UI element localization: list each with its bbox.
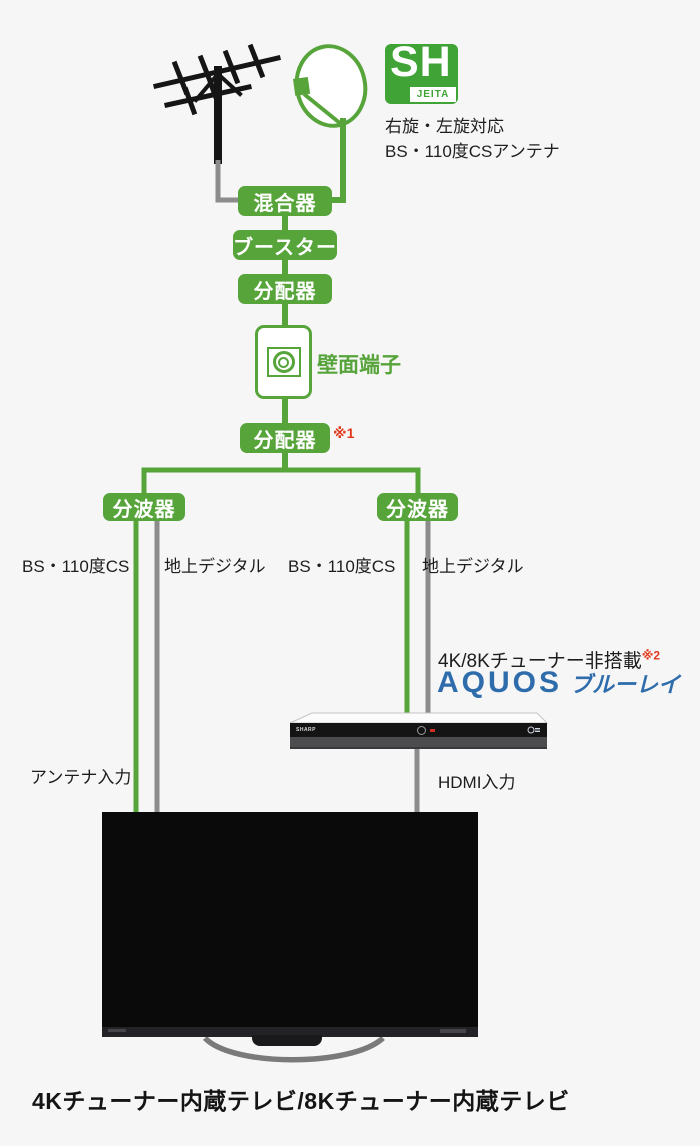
bs-antenna-caption-line1: 右旋・左旋対応 xyxy=(385,117,504,136)
cable-terrestrial-to-mixer xyxy=(215,160,238,203)
recorder-top-face xyxy=(289,712,549,724)
aquos-bluray-label: ブルーレイ xyxy=(570,672,681,697)
node-separator-left: 分波器 xyxy=(103,493,185,521)
recorder-brand-label: SHARP xyxy=(296,727,317,733)
wall-terminal-label: 壁面端子 xyxy=(317,354,401,377)
tv-bezel-marking-left xyxy=(108,1029,126,1032)
jeita-label: JEITA xyxy=(416,89,450,100)
recorder-footnote: ※2 xyxy=(641,648,661,663)
recorder-led-indicator xyxy=(430,729,435,732)
node-splitter1: 分配器 xyxy=(238,274,332,304)
recorder-tuner-note: 4K/8Kチューナー非搭載※2 xyxy=(438,646,660,673)
connector-wall-splitter2 xyxy=(282,399,288,423)
bluray-recorder-base xyxy=(290,737,547,749)
node-booster: ブースター xyxy=(233,230,337,260)
terrestrial-antenna-icon xyxy=(153,43,281,164)
node-splitter2: 分配器 xyxy=(240,423,330,453)
aquos-brand-row: AQUOS ブルーレイ xyxy=(437,666,680,700)
connector-booster-splitter1 xyxy=(282,260,288,274)
wall-terminal-circle-inner xyxy=(278,356,289,368)
node-mixer-label: 混合器 xyxy=(253,192,317,215)
bluray-recorder-front: SHARP xyxy=(290,723,547,737)
connector-mixer-booster xyxy=(282,216,288,230)
label-left-bs: BS・110度CS xyxy=(22,557,130,576)
sh-logo-text: SH xyxy=(390,38,452,86)
cable-satellite-to-mixer xyxy=(332,118,346,203)
node-splitter2-label: 分配器 xyxy=(253,429,317,452)
node-separator-right: 分波器 xyxy=(377,493,458,521)
recorder-tuner-note-text: 4K/8Kチューナー非搭載 xyxy=(438,651,642,672)
tv-caption: 4Kチューナー内蔵テレビ/8Kチューナー内蔵テレビ xyxy=(32,1088,570,1114)
node-splitter1-label: 分配器 xyxy=(253,280,317,303)
connector-splitter1-wall xyxy=(282,304,288,325)
tv-center-speaker xyxy=(252,1035,322,1046)
aquos-logo: AQUOS xyxy=(437,666,563,699)
bluray-logo-icon xyxy=(527,726,540,734)
wall-terminal-socket-icon xyxy=(266,347,301,377)
bs-antenna-caption-line2: BS・110度CSアンテナ xyxy=(385,142,560,161)
label-right-terrestrial: 地上デジタル xyxy=(422,557,524,576)
node-separator-left-label: 分波器 xyxy=(112,498,176,521)
label-antenna-input: アンテナ入力 xyxy=(30,768,132,787)
tv-screen xyxy=(102,812,478,1027)
recorder-eject-icon xyxy=(417,726,426,735)
node-booster-label: ブースター xyxy=(233,236,337,259)
tv-bottom-bezel xyxy=(102,1027,478,1037)
splitter2-footnote: ※1 xyxy=(333,425,355,441)
label-left-terrestrial: 地上デジタル xyxy=(164,557,266,576)
label-right-bs: BS・110度CS xyxy=(288,557,396,576)
tv-bezel-marking-right xyxy=(440,1029,466,1033)
satellite-dish-icon xyxy=(292,44,368,128)
label-hdmi-input: HDMI入力 xyxy=(438,773,516,792)
jeita-band: JEITA xyxy=(410,87,456,102)
wall-terminal-box xyxy=(255,325,312,399)
sh-jeita-logo: SH JEITA xyxy=(385,38,458,104)
node-separator-right-label: 分波器 xyxy=(386,498,449,521)
node-mixer: 混合器 xyxy=(238,186,332,216)
cable-splitter2-branch xyxy=(141,467,421,493)
wall-terminal-circle-icon xyxy=(272,351,295,373)
